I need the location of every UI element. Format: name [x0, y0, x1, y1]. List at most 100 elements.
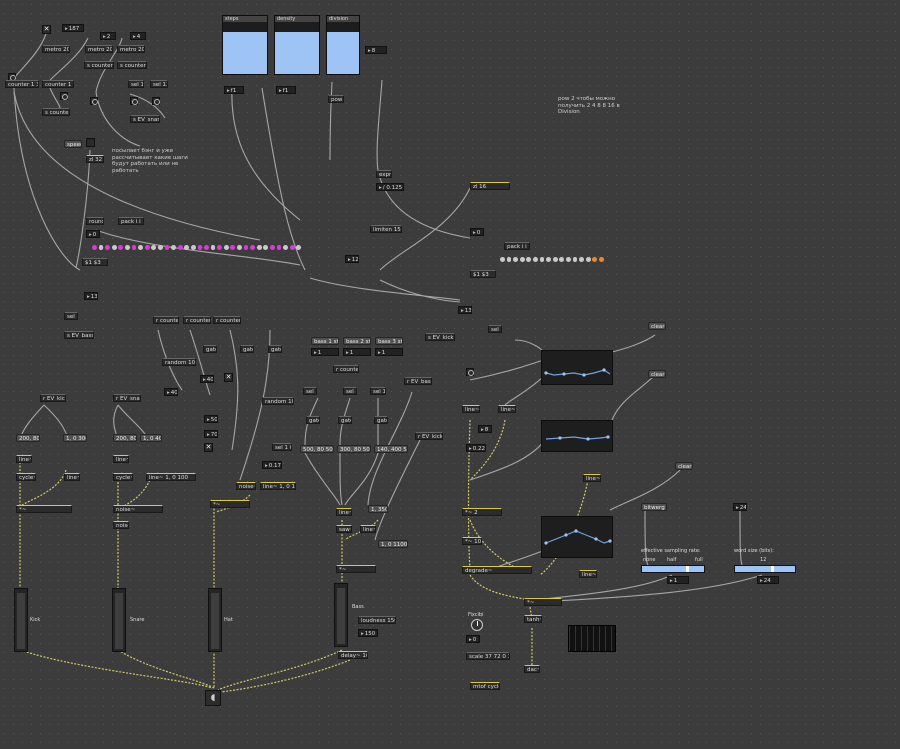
sel-13[interactable]: sel 13 — [150, 80, 168, 88]
step-dot[interactable] — [289, 245, 295, 250]
step-dot[interactable] — [519, 257, 525, 262]
bass-sel-8[interactable]: sel 8 — [343, 387, 357, 395]
bass-saw[interactable]: saw~ — [336, 525, 352, 533]
hat-noise[interactable]: noise~ — [236, 482, 256, 490]
function-graph-2[interactable] — [541, 420, 613, 452]
toggle[interactable] — [86, 138, 95, 147]
number-2[interactable]: 2 — [100, 32, 116, 40]
number-0b[interactable]: 0 — [470, 228, 484, 236]
line-1[interactable]: line~ — [462, 405, 480, 413]
metro-object-2[interactable]: metro 200 — [85, 45, 113, 53]
toggle[interactable]: ✕ — [224, 373, 233, 382]
number-8-right[interactable]: 8 — [478, 425, 492, 433]
dac-object[interactable]: dac~ — [524, 665, 540, 673]
bass-receive-ev-kick[interactable]: r EV_kick — [415, 432, 443, 440]
step-dot[interactable] — [598, 257, 604, 262]
speaker-icon[interactable]: ◖ — [205, 690, 221, 706]
step-dot[interactable] — [217, 245, 223, 250]
step-dot[interactable] — [565, 257, 571, 262]
tanh-object[interactable]: tanh~ — [524, 615, 542, 623]
steps-slider[interactable]: steps — [222, 15, 268, 75]
send-counter2[interactable]: s counter2 — [84, 61, 114, 69]
bass-num-1[interactable]: 1 — [311, 348, 339, 356]
output-multiply[interactable]: *~ — [524, 598, 562, 606]
snare-env-message-2[interactable]: 1, 0 40 — [140, 434, 162, 442]
bass-pitch-message-2[interactable]: 300, 80 500 — [337, 445, 371, 453]
function-graph-1[interactable] — [541, 350, 613, 385]
dial-knob[interactable] — [471, 619, 483, 631]
word-size-number[interactable]: 24 — [757, 576, 779, 584]
number-13b[interactable]: 13 — [458, 306, 472, 314]
snare-env-message-1[interactable]: 200, 80 5 — [113, 434, 137, 442]
number-70[interactable]: 70 — [204, 430, 218, 438]
step-dot[interactable] — [131, 245, 137, 250]
bass-line-2[interactable]: line~ — [360, 525, 376, 533]
number-40b[interactable]: 40 — [200, 375, 214, 383]
step-dot[interactable] — [243, 245, 249, 250]
kick-env-message-2[interactable]: 1, 0 300 — [63, 434, 87, 442]
send-counter4[interactable]: s counter4 — [117, 61, 147, 69]
number-50[interactable]: 50 — [204, 415, 218, 423]
kick-cycle[interactable]: cycle~ — [16, 473, 36, 481]
snare-cycle[interactable]: cycle~ — [113, 473, 133, 481]
step-pattern-1[interactable] — [92, 245, 302, 250]
density-slider[interactable]: density — [274, 15, 320, 75]
number-4[interactable]: 4 — [130, 32, 146, 40]
receive-counter[interactable]: r counter — [153, 316, 179, 324]
step-dot[interactable] — [585, 257, 591, 262]
step-dot[interactable] — [513, 257, 518, 262]
step-dot[interactable] — [98, 245, 104, 250]
bass-1-st[interactable]: bass 1 st — [311, 337, 339, 345]
metro-object-1[interactable]: metro 200 — [42, 45, 70, 53]
hat-multiply[interactable]: *~ — [210, 500, 250, 508]
step-dot[interactable] — [151, 245, 157, 250]
hat-line[interactable]: line~ 1, 0 15 — [260, 482, 296, 490]
step-dot[interactable] — [210, 245, 216, 250]
number-24[interactable]: 24 — [733, 503, 747, 511]
step-dot[interactable] — [546, 257, 551, 262]
step-dot[interactable] — [190, 245, 196, 250]
receive-counter2[interactable]: r counter2 — [183, 316, 211, 324]
kick-env-message-1[interactable]: 200, 80 5 — [16, 434, 40, 442]
step-dot[interactable] — [184, 245, 190, 250]
step-dot[interactable] — [552, 257, 558, 262]
number-187[interactable]: 187 — [62, 24, 84, 32]
bass-line[interactable]: line~ — [336, 508, 352, 516]
step-dot[interactable] — [250, 245, 256, 250]
snare-line[interactable]: line~ — [113, 455, 129, 463]
multiply-2[interactable]: *~ 2 — [462, 508, 502, 516]
step-pattern-2[interactable] — [500, 257, 604, 262]
send-ev-kick[interactable]: s EV_kick — [425, 333, 455, 341]
pack-object-2[interactable]: pack i i — [504, 242, 530, 250]
scale-object[interactable]: scale 37 72 0 1 — [466, 652, 510, 660]
bass-3-st[interactable]: bass 3 st — [375, 337, 403, 345]
step-dot[interactable] — [157, 245, 163, 250]
bang-button[interactable] — [90, 97, 98, 105]
round-object[interactable]: round — [86, 217, 104, 225]
bass-env-1100[interactable]: 1, 0 1100 — [378, 540, 408, 548]
kick-multiply[interactable]: *~ — [16, 505, 72, 513]
bass-gain[interactable] — [334, 583, 348, 647]
step-dot[interactable] — [177, 245, 183, 250]
gate-3[interactable]: gate — [268, 345, 282, 353]
step-dot[interactable] — [296, 245, 302, 250]
number-13[interactable]: 13 — [84, 292, 98, 300]
number-022[interactable]: 0.22 — [466, 444, 486, 452]
step-dot[interactable] — [276, 245, 282, 250]
division-slider[interactable]: division — [326, 15, 360, 75]
send-counter[interactable]: s counter — [42, 108, 70, 116]
clear-message-1[interactable]: clear — [648, 322, 666, 330]
degrade-object[interactable]: degrade~ — [462, 566, 532, 574]
line-2[interactable]: line~ — [498, 405, 516, 413]
bass-gate-3[interactable]: gate — [374, 416, 388, 424]
bass-env-350[interactable]: 1, 350 — [368, 505, 388, 513]
sel-1[interactable]: sel 1 — [128, 80, 144, 88]
word-size-slider[interactable] — [734, 565, 796, 573]
step-dot[interactable] — [270, 245, 275, 250]
bang-button[interactable] — [60, 92, 68, 100]
snare-multiply[interactable]: noise~ — [113, 505, 163, 513]
number-f1[interactable]: f1 — [224, 86, 244, 94]
pack-object[interactable]: pack i i — [118, 217, 144, 225]
number-8[interactable]: 8 — [365, 46, 387, 54]
